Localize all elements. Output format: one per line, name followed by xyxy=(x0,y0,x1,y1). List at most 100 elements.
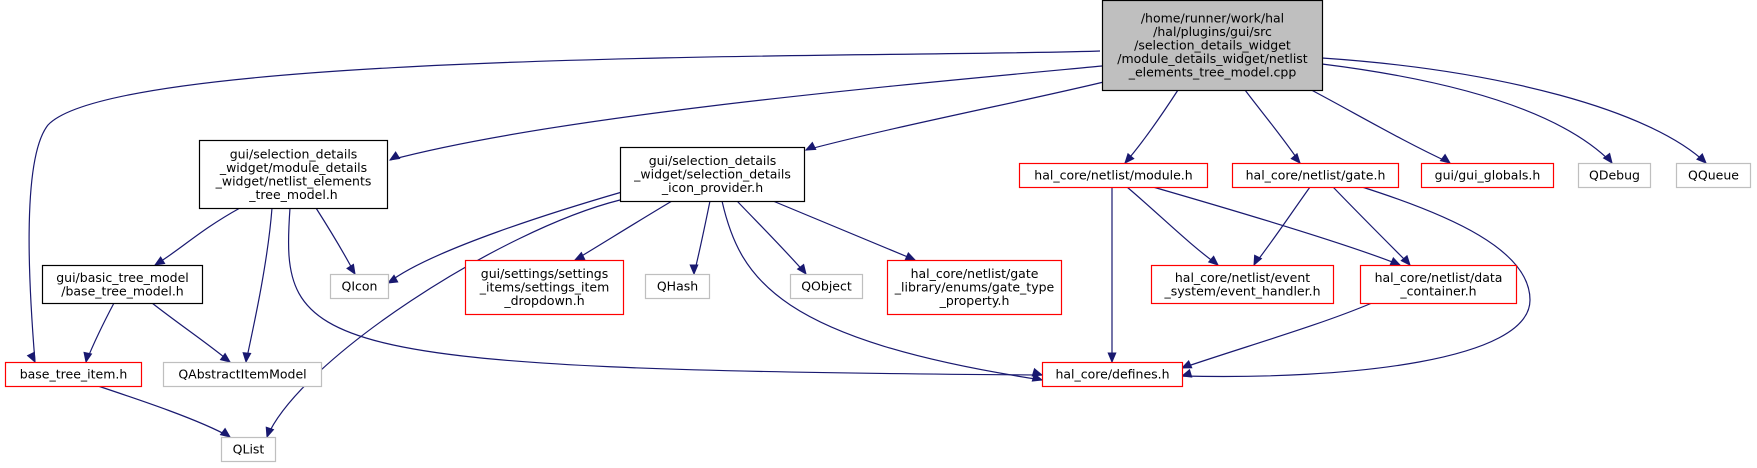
node-settings-item-dropdown-h[interactable]: gui/settings/settings_items/settings_ite… xyxy=(464,259,625,316)
edge-arrowhead-16 xyxy=(265,426,275,439)
node-label-line: gui/selection_details xyxy=(649,153,777,168)
node-box xyxy=(1420,162,1555,189)
node-label-line: /hal/plugins/gui/src xyxy=(1153,24,1272,39)
node-event-handler-h[interactable]: hal_core/netlist/event_system/event_hand… xyxy=(1150,264,1335,305)
node-root[interactable]: /home/runner/work/hal/hal/plugins/gui/sr… xyxy=(1101,0,1324,92)
node-selection-details-icon-provider-h[interactable]: gui/selection_details_widget/selection_d… xyxy=(619,146,806,203)
node-label-line: hal_core/netlist/data xyxy=(1375,270,1503,285)
node-box xyxy=(41,264,204,305)
node-label-line: _items/settings_item xyxy=(479,280,610,295)
node-label-line: _system/event_handler.h xyxy=(1164,283,1321,298)
edge-12 xyxy=(85,302,115,363)
edge-arrowhead-28 xyxy=(1180,359,1193,369)
node-box xyxy=(1675,162,1752,189)
node-label-line: _property.h xyxy=(939,293,1010,308)
node-gui-globals-h[interactable]: gui/gui_globals.h xyxy=(1420,162,1555,189)
node-label-line: _widget/module_details xyxy=(219,160,367,175)
edge-24 xyxy=(1152,186,1401,266)
edge-arrowhead-24 xyxy=(1389,256,1402,266)
edge-arrowhead-26 xyxy=(1400,254,1411,266)
node-label-line: /base_tree_model.h xyxy=(61,283,183,298)
node-box xyxy=(1577,162,1652,189)
edge-arrowhead-25 xyxy=(1253,254,1263,267)
edge-arrowhead-17 xyxy=(573,251,586,261)
node-qdebug: QDebug xyxy=(1577,162,1652,189)
edge-11 xyxy=(287,207,1043,376)
node-box xyxy=(1231,162,1400,189)
node-label-line: hal_core/netlist/gate.h xyxy=(1246,168,1386,183)
node-base-tree-item-h[interactable]: base_tree_item.h xyxy=(4,361,143,388)
node-label-line: gui/selection_details xyxy=(230,146,358,161)
edges-layer xyxy=(26,50,1707,439)
node-box xyxy=(4,361,143,388)
edge-arrowhead-4 xyxy=(1290,152,1301,164)
edge-arrowhead-8 xyxy=(153,256,166,266)
node-box xyxy=(644,273,711,300)
edge-1 xyxy=(389,65,1103,161)
edge-8 xyxy=(154,207,241,266)
edge-7 xyxy=(1321,57,1707,164)
node-netlist-elements-tree-model-h[interactable]: gui/selection_details_widget/module_deta… xyxy=(198,139,389,210)
node-gate-h[interactable]: hal_core/netlist/gate.h xyxy=(1231,162,1400,189)
node-label-line: gui/settings/settings xyxy=(481,266,608,281)
edge-23 xyxy=(1126,186,1219,266)
node-label-line: _tree_model.h xyxy=(248,187,337,202)
edge-18 xyxy=(693,200,711,275)
node-box xyxy=(789,273,864,300)
edge-arrowhead-15 xyxy=(386,274,399,284)
edge-arrowhead-18 xyxy=(689,264,699,276)
node-label-line: _widget/netlist_elements xyxy=(215,173,372,188)
node-box xyxy=(464,259,625,316)
node-module-h[interactable]: hal_core/netlist/module.h xyxy=(1018,162,1209,189)
node-box xyxy=(1018,162,1209,189)
edge-arrowhead-23 xyxy=(1207,255,1219,266)
edge-13 xyxy=(151,302,231,363)
node-box xyxy=(1359,264,1518,305)
node-label-line: hal_core/netlist/gate xyxy=(911,266,1039,281)
edge-6 xyxy=(1321,63,1613,164)
nodes-layer: /home/runner/work/hal/hal/plugins/gui/sr… xyxy=(4,0,1752,463)
edge-20 xyxy=(772,200,916,261)
node-label-line: _widget/selection_details xyxy=(633,167,791,182)
node-box xyxy=(329,273,390,300)
node-label-line: QAbstractItemModel xyxy=(178,367,306,382)
node-label-line: hal_core/netlist/module.h xyxy=(1034,168,1192,183)
node-label-line: _icon_provider.h xyxy=(661,180,763,195)
node-label-line: QIcon xyxy=(342,279,378,294)
node-gate-type-property-h[interactable]: hal_core/netlist/gate_library/enums/gate… xyxy=(886,259,1063,316)
edge-arrowhead-19 xyxy=(796,263,807,276)
node-qhash: QHash xyxy=(644,273,711,300)
edge-21 xyxy=(721,200,1043,381)
node-label-line: QDebug xyxy=(1589,168,1640,183)
node-data-container-h[interactable]: hal_core/netlist/data_container.h xyxy=(1359,264,1518,305)
edge-arrowhead-20 xyxy=(904,251,917,261)
edge-arrowhead-10 xyxy=(346,263,356,276)
node-box xyxy=(162,361,323,388)
node-label-line: QQueue xyxy=(1688,168,1739,183)
edge-arrowhead-27 xyxy=(1180,368,1193,378)
edge-4 xyxy=(1244,89,1301,164)
node-label-line: QList xyxy=(233,442,265,457)
node-qobject: QObject xyxy=(789,273,864,300)
edge-0 xyxy=(28,50,1101,363)
node-box xyxy=(886,259,1063,316)
node-label-line: hal_core/netlist/event xyxy=(1175,270,1310,285)
node-qabstractitemmodel: QAbstractItemModel xyxy=(162,361,323,388)
edge-10 xyxy=(315,207,356,275)
node-label-line: base_tree_item.h xyxy=(20,367,128,382)
edge-arrowhead-21 xyxy=(1031,372,1044,382)
edge-arrowhead-12 xyxy=(83,351,93,364)
node-label-line: gui/gui_globals.h xyxy=(1435,168,1541,183)
edge-19 xyxy=(736,200,807,275)
node-base-tree-model-h[interactable]: gui/basic_tree_model/base_tree_model.h xyxy=(41,264,204,305)
node-label-line: _dropdown.h xyxy=(503,293,584,308)
node-box xyxy=(619,146,806,203)
edge-3 xyxy=(1124,89,1179,164)
edge-15 xyxy=(387,191,623,284)
node-defines-h[interactable]: hal_core/defines.h xyxy=(1041,361,1184,388)
node-label-line: _container.h xyxy=(1399,283,1476,298)
node-qlist: QList xyxy=(220,436,277,463)
node-label-line: /module_details_widget/netlist xyxy=(1117,51,1308,66)
edge-25 xyxy=(1253,186,1311,266)
